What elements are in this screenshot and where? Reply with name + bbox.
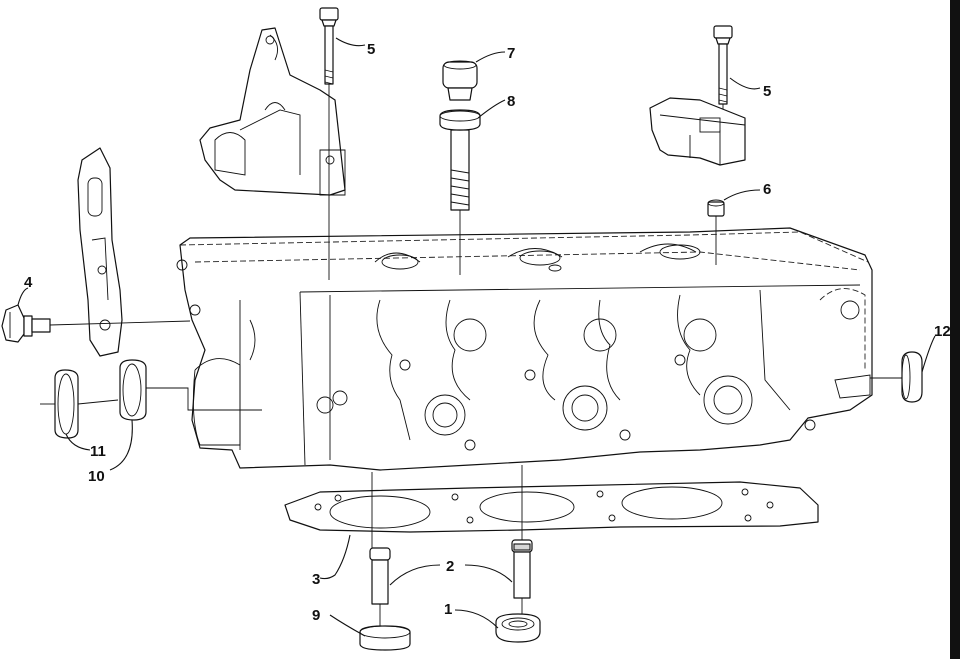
camshaft-cap bbox=[649, 97, 746, 166]
bolt-4 bbox=[1, 304, 191, 343]
plug-12 bbox=[870, 351, 923, 403]
timing-cover-bracket bbox=[199, 27, 346, 196]
callout-5-left: 5 bbox=[367, 41, 375, 58]
dowel-6 bbox=[707, 199, 725, 265]
cylinder-head bbox=[176, 227, 873, 471]
callout-2: 2 bbox=[446, 558, 454, 575]
callout-labels: 5 7 8 5 6 4 12 11 10 3 2 1 9 bbox=[24, 41, 951, 624]
gasket-plate-left bbox=[77, 147, 123, 357]
seal-11 bbox=[40, 369, 119, 439]
callout-8: 8 bbox=[507, 93, 515, 110]
right-edge-bar bbox=[950, 0, 960, 659]
callout-5-right: 5 bbox=[763, 83, 771, 100]
valve-guide-left bbox=[369, 547, 391, 628]
washer-8 bbox=[439, 109, 481, 131]
callout-1: 1 bbox=[444, 601, 452, 618]
seat-insert-9 bbox=[359, 625, 411, 651]
leader-lines bbox=[17, 37, 936, 637]
valve-guide-right bbox=[511, 539, 533, 618]
callout-10: 10 bbox=[88, 468, 105, 485]
callout-12: 12 bbox=[934, 323, 951, 340]
callout-9: 9 bbox=[312, 607, 320, 624]
seal-10 bbox=[119, 359, 262, 421]
callout-3: 3 bbox=[312, 571, 320, 588]
valve-seal-1 bbox=[495, 613, 541, 643]
callout-7: 7 bbox=[507, 45, 515, 62]
bolt-7 bbox=[442, 60, 478, 275]
head-gasket bbox=[284, 465, 819, 550]
callout-6: 6 bbox=[763, 181, 771, 198]
callout-4: 4 bbox=[24, 274, 33, 291]
callout-11: 11 bbox=[90, 443, 106, 460]
bolt-5-left bbox=[319, 7, 339, 280]
